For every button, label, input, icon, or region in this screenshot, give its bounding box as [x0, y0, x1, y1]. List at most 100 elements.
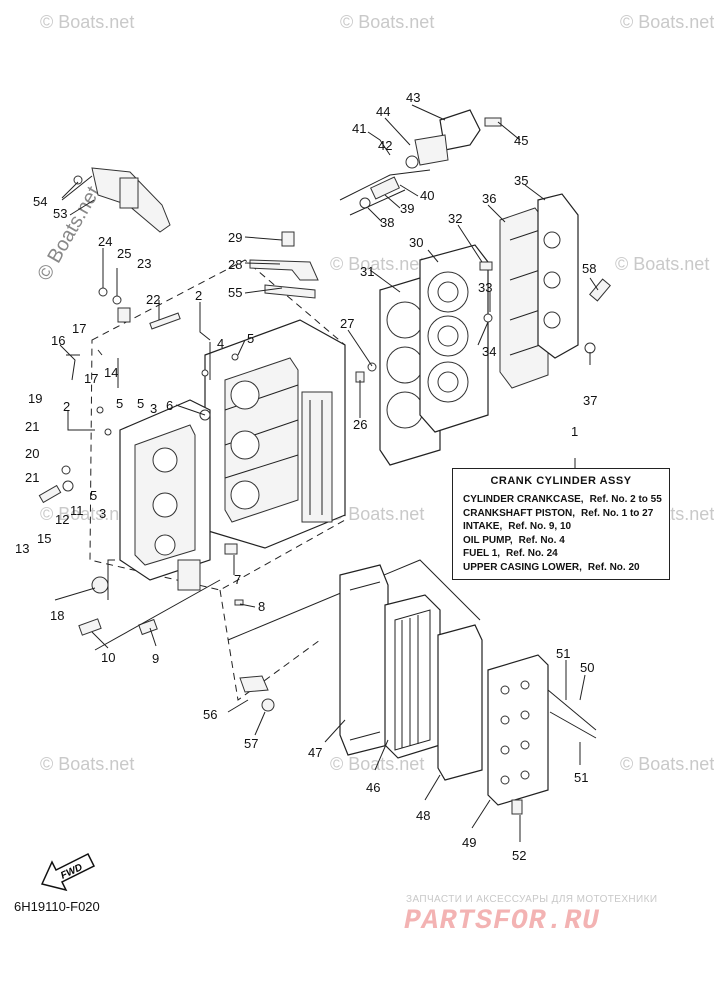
legend-row-name: CYLINDER CRANKCASE,	[463, 494, 584, 505]
head-cover-gasket	[499, 207, 549, 389]
drawing-code: 6H19110-F020	[14, 899, 100, 914]
callout-50: 50	[580, 660, 594, 675]
callout-5: 5	[116, 396, 123, 411]
callout-54: 54	[33, 194, 47, 209]
callout-57: 57	[244, 736, 258, 751]
callout-49: 49	[462, 835, 476, 850]
watermark-text: © Boats.net	[615, 254, 709, 274]
brand-tagline: ЗАПЧАСТИ И АКСЕССУАРЫ ДЛЯ МОТОТЕХНИКИ	[406, 894, 658, 905]
callout-12: 12	[55, 512, 69, 527]
callout-20: 20	[25, 446, 39, 461]
legend-row-name: FUEL 1,	[463, 548, 501, 559]
callout-11: 11	[70, 503, 84, 518]
thermostat-group	[339, 109, 502, 216]
crankcase-half	[119, 399, 211, 591]
callout-40: 40	[420, 188, 434, 203]
callout-21: 21	[25, 470, 39, 485]
callout-7: 7	[234, 572, 241, 587]
callout-30: 30	[409, 235, 423, 250]
callout-3: 3	[150, 401, 157, 416]
callout-9: 9	[152, 651, 159, 666]
leader-lines	[54, 104, 599, 842]
callout-32: 32	[448, 211, 462, 226]
callout-48: 48	[416, 808, 430, 823]
callout-33: 33	[478, 280, 492, 295]
callout-31: 31	[360, 264, 374, 279]
watermark-text: © Boats.net	[620, 12, 714, 32]
callout-52: 52	[512, 848, 526, 863]
callout-18: 18	[50, 608, 64, 623]
legend-row-ref: Ref. No. 9, 10	[508, 521, 572, 532]
watermark-text: © Boats.net	[40, 504, 134, 524]
watermark-text: © Boats.net	[330, 504, 424, 524]
callout-51: 51	[556, 646, 570, 661]
callout-2: 2	[63, 399, 70, 414]
callout-19: 19	[28, 391, 42, 406]
callout-2: 2	[195, 288, 202, 303]
legend-row-ref: Ref. No. 20	[587, 561, 640, 573]
legend-row: CRANKSHAFT PISTON, Ref. No. 1 to 27	[463, 507, 659, 521]
assembly-legend: CRANK CYLINDER ASSY CYLINDER CRANKCASE, R…	[452, 468, 670, 580]
callout-46: 46	[366, 780, 380, 795]
callout-37: 37	[583, 393, 597, 408]
callout-44: 44	[376, 104, 390, 119]
callout-45: 45	[514, 133, 528, 148]
callout-51: 51	[574, 770, 588, 785]
callout-34: 34	[482, 344, 496, 359]
watermark-text: © Boats.net	[40, 754, 134, 774]
callout-42: 42	[378, 138, 392, 153]
callout-26: 26	[353, 417, 367, 432]
legend-row-name: OIL PUMP,	[463, 534, 513, 546]
legend-row: UPPER CASING LOWER, Ref. No. 20	[463, 561, 659, 575]
watermark-text: © Boats.net	[330, 254, 424, 274]
callout-39: 39	[400, 201, 414, 216]
callout-14: 14	[104, 365, 118, 380]
fwd-label: FWD	[59, 862, 84, 882]
legend-row-ref: Ref. No. 4	[518, 534, 565, 546]
legend-title: CRANK CYLINDER ASSY	[490, 475, 632, 487]
callout-5: 5	[247, 331, 254, 346]
legend-row: OIL PUMP, Ref. No. 4	[463, 534, 659, 548]
legend-row-ref: Ref. No. 2 to 55	[589, 494, 662, 505]
callout-28: 28	[228, 257, 242, 272]
legend-row: CYLINDER CRANKCASE, Ref. No. 2 to 55	[463, 493, 662, 507]
legend-row-name: CRANKSHAFT PISTON,	[463, 507, 576, 519]
callout-41: 41	[352, 121, 366, 136]
cylinder-head	[419, 244, 489, 433]
callout-55: 55	[228, 285, 242, 300]
callout-10: 10	[101, 650, 115, 665]
callout-6: 6	[166, 398, 173, 413]
watermark-text: © Boats.net	[40, 12, 134, 32]
assembly-outline	[89, 259, 481, 701]
legend-row-ref: Ref. No. 1 to 27	[581, 507, 654, 519]
callout-labels: 1 2 2 3 3 4 5 5 5 5 6 7 8 9 10 11 12 13 …	[15, 90, 597, 863]
callout-8: 8	[258, 599, 265, 614]
callout-4: 4	[217, 336, 224, 351]
fwd-arrow-icon: FWD	[40, 852, 96, 892]
callout-16: 16	[51, 333, 65, 348]
bracket-part	[61, 167, 171, 233]
reed-gasket-front	[339, 564, 389, 756]
legend-row: INTAKE, Ref. No. 9, 10	[463, 520, 659, 534]
callout-36: 36	[482, 191, 496, 206]
callout-23: 23	[137, 256, 151, 271]
callout-56: 56	[203, 707, 217, 722]
clamp-part	[249, 231, 319, 299]
watermark-text: © Boats.net	[340, 12, 434, 32]
callout-21: 21	[25, 419, 39, 434]
intake-cover	[487, 654, 549, 806]
cylinder-block	[204, 319, 346, 549]
callout-38: 38	[380, 215, 394, 230]
brand-logo: PARTSFOR.RU	[404, 906, 600, 937]
reed-valve	[384, 594, 441, 759]
callout-58: 58	[582, 261, 596, 276]
head-cover	[537, 193, 579, 359]
legend-row-name: UPPER CASING LOWER,	[463, 561, 582, 573]
callout-25: 25	[117, 246, 131, 261]
callout-27: 27	[340, 316, 354, 331]
callout-17: 17	[84, 371, 98, 386]
callout-53: 53	[53, 206, 67, 221]
callout-17: 17	[72, 321, 86, 336]
legend-row-name: INTAKE,	[463, 521, 503, 532]
